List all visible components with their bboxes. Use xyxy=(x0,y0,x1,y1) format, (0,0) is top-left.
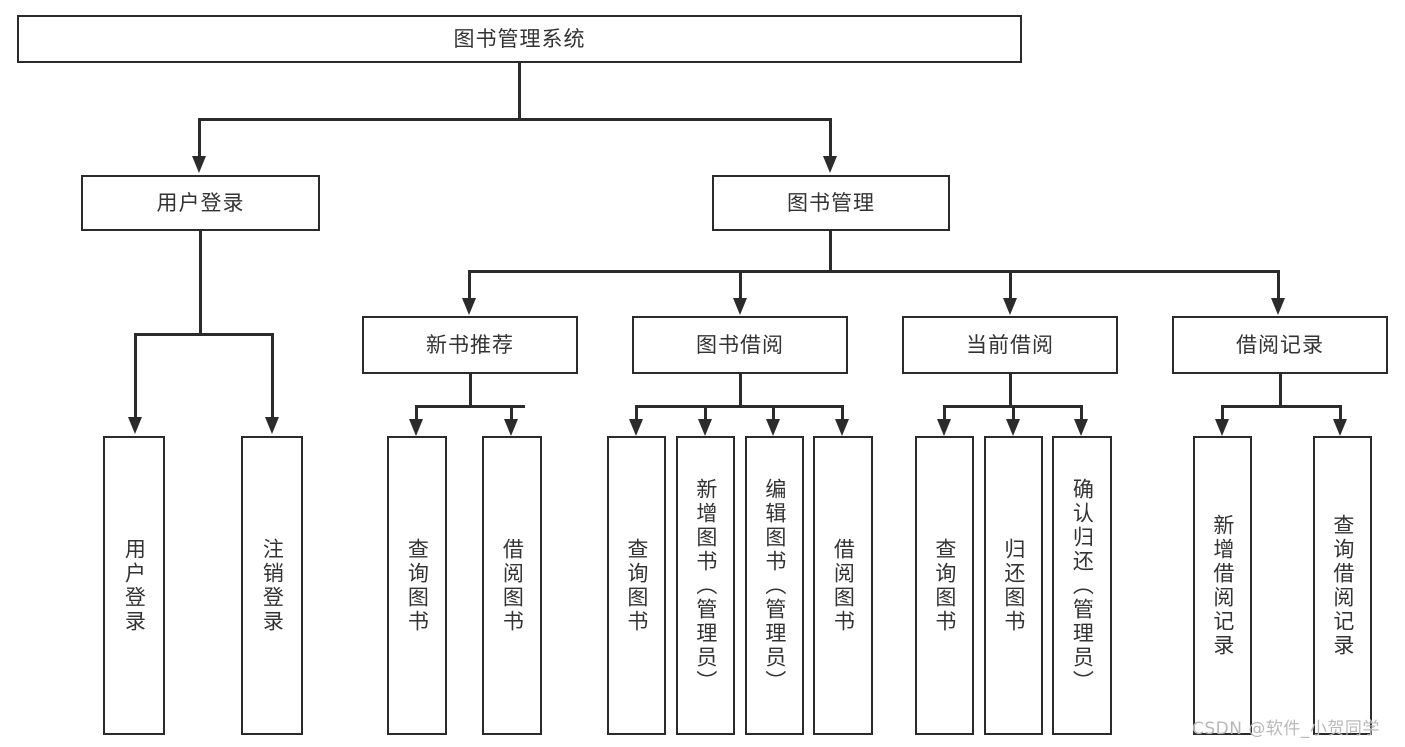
arrowhead-current-borrow xyxy=(1003,298,1017,315)
connector-drop-user-login xyxy=(198,118,201,158)
node-label: 当前借阅 xyxy=(966,332,1054,357)
leaf-cb-query-book[interactable]: 查询图书 xyxy=(915,436,974,735)
node-label: 新增借阅记录 xyxy=(1210,513,1235,658)
node-label: 编辑图书（管理员） xyxy=(762,477,787,694)
node-book-management[interactable]: 图书管理 xyxy=(712,175,950,231)
arrowhead-nbr-query-book xyxy=(409,419,423,436)
node-label: 查询图书 xyxy=(932,537,957,634)
connector-drop-leaf-logout xyxy=(271,333,274,419)
node-label: 图书借阅 xyxy=(696,332,784,357)
connector-drop-cb-confirm-return xyxy=(1080,405,1083,421)
connector-drop-cb-return-book xyxy=(1012,405,1015,421)
connector-tier1-bus xyxy=(198,118,832,121)
connector-drop-bb-add-book xyxy=(704,405,707,421)
node-label: 注销登录 xyxy=(260,537,285,634)
node-current-borrow[interactable]: 当前借阅 xyxy=(902,316,1118,374)
leaf-bb-borrow-book[interactable]: 借阅图书 xyxy=(813,436,873,735)
leaf-br-add-record[interactable]: 新增借阅记录 xyxy=(1193,436,1252,735)
leaf-br-query-record[interactable]: 查询借阅记录 xyxy=(1313,436,1372,735)
connector-drop-br-query-record xyxy=(1339,405,1342,421)
connector-drop-bb-query-book xyxy=(635,405,638,421)
node-label: 归还图书 xyxy=(1001,537,1026,634)
connector-user-login-bus xyxy=(134,333,274,336)
leaf-bb-query-book[interactable]: 查询图书 xyxy=(607,436,666,735)
connector-drop-br-add-record xyxy=(1221,405,1224,421)
node-label: 用户登录 xyxy=(122,537,147,634)
node-label: 图书管理 xyxy=(787,190,875,215)
arrowhead-cb-return-book xyxy=(1006,419,1020,436)
leaf-cb-return-book[interactable]: 归还图书 xyxy=(984,436,1043,735)
connector-book-management-stem xyxy=(829,231,832,272)
arrowhead-book-management xyxy=(823,156,837,173)
arrowhead-nbr-borrow-book xyxy=(504,419,518,436)
leaf-bb-add-book[interactable]: 新增图书（管理员） xyxy=(676,436,735,735)
arrowhead-user-login xyxy=(192,156,206,173)
connector-book-borrow-bus xyxy=(635,405,843,408)
arrowhead-bb-add-book xyxy=(698,419,712,436)
arrowhead-cb-query-book xyxy=(937,419,951,436)
node-borrow-record[interactable]: 借阅记录 xyxy=(1172,316,1388,374)
node-label: 新书推荐 xyxy=(426,332,514,357)
connector-drop-leaf-user-login xyxy=(134,333,137,419)
node-label: 借阅记录 xyxy=(1236,332,1324,357)
leaf-bb-edit-book[interactable]: 编辑图书（管理员） xyxy=(745,436,804,735)
connector-drop-nbr-borrow-book xyxy=(510,405,513,421)
connector-drop-current-borrow xyxy=(1009,270,1012,300)
connector-new-book-recommend-stem xyxy=(469,374,472,407)
leaf-nbr-borrow-book[interactable]: 借阅图书 xyxy=(482,436,542,735)
arrowhead-bb-query-book xyxy=(629,419,643,436)
connector-drop-new-book-recommend xyxy=(468,270,471,300)
node-book-borrow[interactable]: 图书借阅 xyxy=(632,316,848,374)
node-label: 用户登录 xyxy=(156,190,245,215)
arrowhead-bb-edit-book xyxy=(766,419,780,436)
arrowhead-br-query-record xyxy=(1333,419,1347,436)
arrowhead-new-book-recommend xyxy=(462,298,476,315)
leaf-logout[interactable]: 注销登录 xyxy=(241,436,303,735)
connector-drop-cb-query-book xyxy=(943,405,946,421)
node-user-login[interactable]: 用户登录 xyxy=(81,175,320,231)
connector-drop-bb-borrow-book xyxy=(841,405,844,421)
connector-drop-bb-edit-book xyxy=(772,405,775,421)
node-new-book-recommend[interactable]: 新书推荐 xyxy=(362,316,578,374)
connector-root-stem xyxy=(518,63,521,119)
arrowhead-book-borrow xyxy=(733,298,747,315)
leaf-cb-confirm-return[interactable]: 确认归还（管理员） xyxy=(1052,436,1112,735)
connector-current-borrow-stem xyxy=(1009,374,1012,407)
connector-user-login-stem xyxy=(199,231,202,335)
connector-borrow-record-stem xyxy=(1279,374,1282,407)
connector-drop-nbr-query-book xyxy=(415,405,418,421)
connector-drop-book-borrow xyxy=(739,270,742,300)
connector-drop-borrow-record xyxy=(1277,270,1280,300)
node-label: 查询图书 xyxy=(405,537,430,634)
arrowhead-leaf-logout xyxy=(265,417,279,434)
node-label: 借阅图书 xyxy=(500,537,525,634)
node-root-book-management-system[interactable]: 图书管理系统 xyxy=(17,15,1022,63)
connector-drop-book-management xyxy=(829,118,832,158)
arrowhead-borrow-record xyxy=(1271,298,1285,315)
node-label: 查询图书 xyxy=(624,537,649,634)
connector-new-book-recommend-bus xyxy=(415,405,525,408)
connector-book-borrow-stem xyxy=(739,374,742,407)
node-label: 确认归还（管理员） xyxy=(1070,477,1095,694)
arrowhead-leaf-user-login xyxy=(128,417,142,434)
node-label: 图书管理系统 xyxy=(453,26,586,51)
node-label: 新增图书（管理员） xyxy=(693,477,718,694)
arrowhead-cb-confirm-return xyxy=(1074,419,1088,436)
connector-tier3-bus xyxy=(468,270,1280,273)
arrowhead-br-add-record xyxy=(1215,419,1229,436)
connector-borrow-record-bus xyxy=(1221,405,1341,408)
leaf-user-login[interactable]: 用户登录 xyxy=(103,436,165,735)
node-label: 借阅图书 xyxy=(831,537,856,634)
leaf-nbr-query-book[interactable]: 查询图书 xyxy=(387,436,447,735)
node-label: 查询借阅记录 xyxy=(1330,513,1355,658)
arrowhead-bb-borrow-book xyxy=(835,419,849,436)
